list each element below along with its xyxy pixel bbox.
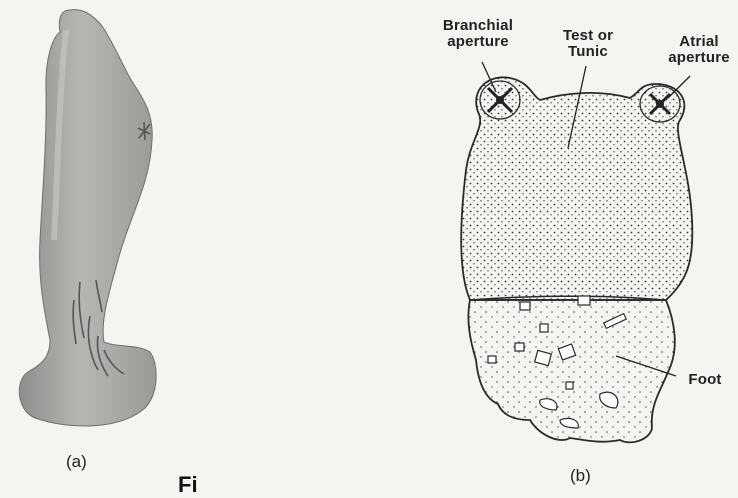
label-branchial-line-1: Branchial [418,18,538,34]
figure-caption-fragment: Fi [178,472,198,498]
caption-a: (a) [66,452,87,472]
label-test-line-1: Test or [548,28,628,44]
specimen-a [19,10,156,426]
label-test-or-tunic: Test or Tunic [548,28,628,60]
caption-b: (b) [570,466,591,486]
label-atrial-line-1: Atrial [660,34,738,50]
label-atrial-line-2: aperture [660,50,738,66]
specimen-a-body [19,10,156,426]
label-branchial-aperture: Branchial aperture [418,18,538,50]
label-foot: Foot [680,372,730,388]
label-branchial-line-2: aperture [418,34,538,50]
label-test-line-2: Tunic [548,44,628,60]
label-atrial-aperture: Atrial aperture [660,34,738,66]
specimen-b [461,62,692,442]
